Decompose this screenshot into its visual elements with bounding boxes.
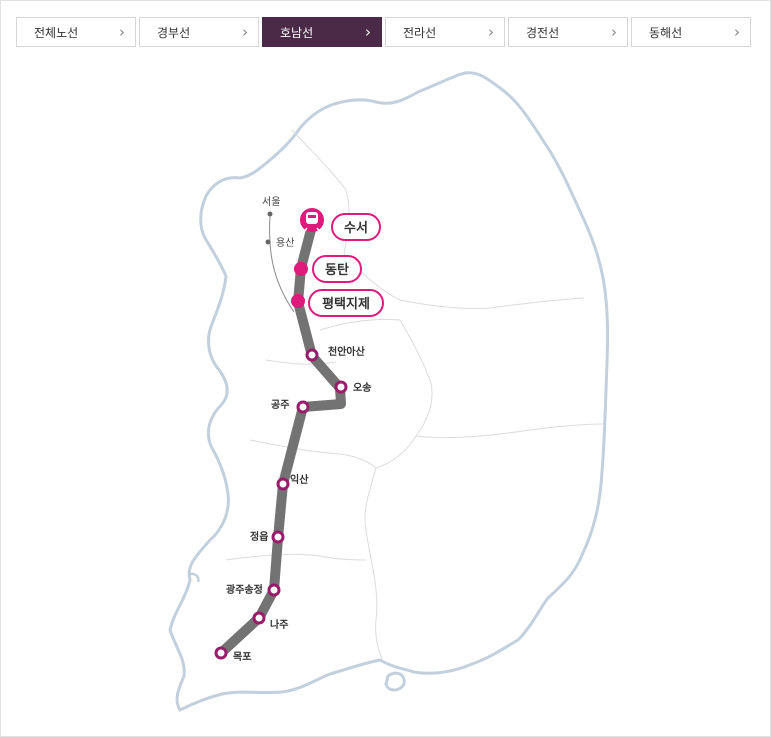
station-name: 나주 xyxy=(270,618,288,631)
tab-label: 전체노선 xyxy=(34,25,79,40)
chevron-right-icon: › xyxy=(119,23,125,41)
station-name: 천안아산 xyxy=(328,345,366,358)
station-name: 목포 xyxy=(233,651,251,663)
station-marker xyxy=(252,611,266,625)
station-name: 오송 xyxy=(353,382,371,394)
station-marker xyxy=(305,348,319,362)
station-gwangjusongjeong[interactable]: 광주송정 xyxy=(226,583,281,597)
station-osong[interactable]: 오송 xyxy=(334,380,371,394)
station-name: 동탄 xyxy=(325,262,349,278)
chevron-right-icon: › xyxy=(734,23,740,41)
station-marker xyxy=(271,530,285,544)
tab-honam[interactable]: 호남선 › xyxy=(262,17,382,47)
station-marker xyxy=(334,380,348,394)
station-iksan[interactable]: 익산 xyxy=(276,473,309,491)
station-marker xyxy=(276,477,290,491)
tab-gyeongbu[interactable]: 경부선 › xyxy=(139,17,259,47)
station-name: 공주 xyxy=(271,399,289,411)
tab-label: 경전선 xyxy=(526,25,560,40)
station-pyeongtaekjije[interactable]: 평택지제 xyxy=(291,289,384,317)
tab-label: 경부선 xyxy=(157,25,191,40)
seoul-label: 서울 xyxy=(262,196,280,208)
yongsan-label: 용산 xyxy=(276,237,294,249)
station-name: 평택지제 xyxy=(322,296,370,312)
chevron-right-icon: › xyxy=(611,23,617,41)
station-cheonanasan[interactable]: 천안아산 xyxy=(305,345,366,362)
station-pill xyxy=(312,255,362,283)
route-tabs: 전체노선 › 경부선 › 호남선 › 전라선 › 경전선 › 동해선 › xyxy=(16,17,751,47)
station-marker xyxy=(267,583,281,597)
station-name: 익산 xyxy=(290,473,309,486)
station-name: 수서 xyxy=(344,221,368,236)
station-pill xyxy=(308,289,384,317)
station-dongtan[interactable]: 동탄 xyxy=(294,255,362,283)
korea-outline xyxy=(168,71,610,712)
chevron-right-icon: › xyxy=(242,23,248,41)
island-outline xyxy=(384,671,406,692)
station-jeongeup[interactable]: 정읍 xyxy=(250,530,285,544)
station-naju[interactable]: 나주 xyxy=(252,611,288,631)
tab-label: 전라선 xyxy=(403,25,437,40)
other-line-track xyxy=(269,214,295,313)
tab-jeolla[interactable]: 전라선 › xyxy=(385,17,505,47)
seoul-dot xyxy=(267,211,273,217)
station-marker xyxy=(296,400,310,414)
station-name: 광주송정 xyxy=(226,583,263,596)
province-borders xyxy=(225,129,605,661)
chevron-right-icon: › xyxy=(488,23,494,41)
tab-label: 동해선 xyxy=(649,25,683,40)
tab-gyeongjeon[interactable]: 경전선 › xyxy=(508,17,628,47)
station-gongju[interactable]: 공주 xyxy=(271,399,310,414)
station-dot xyxy=(291,294,305,308)
tab-donghae[interactable]: 동해선 › xyxy=(631,17,751,47)
station-dot xyxy=(294,262,308,276)
station-name: 정읍 xyxy=(250,530,268,543)
island-outline xyxy=(187,572,200,583)
chevron-right-icon: › xyxy=(365,23,371,41)
tab-all-lines[interactable]: 전체노선 › xyxy=(16,17,136,47)
station-suseo[interactable]: 수서 xyxy=(300,208,381,241)
yongsan-dot xyxy=(265,239,271,245)
tab-label: 호남선 xyxy=(280,25,314,40)
station-mokpo[interactable]: 목포 xyxy=(214,646,251,663)
other-line: 서울 용산 xyxy=(262,196,295,313)
station-pill xyxy=(331,213,381,241)
station-marker xyxy=(214,646,228,660)
